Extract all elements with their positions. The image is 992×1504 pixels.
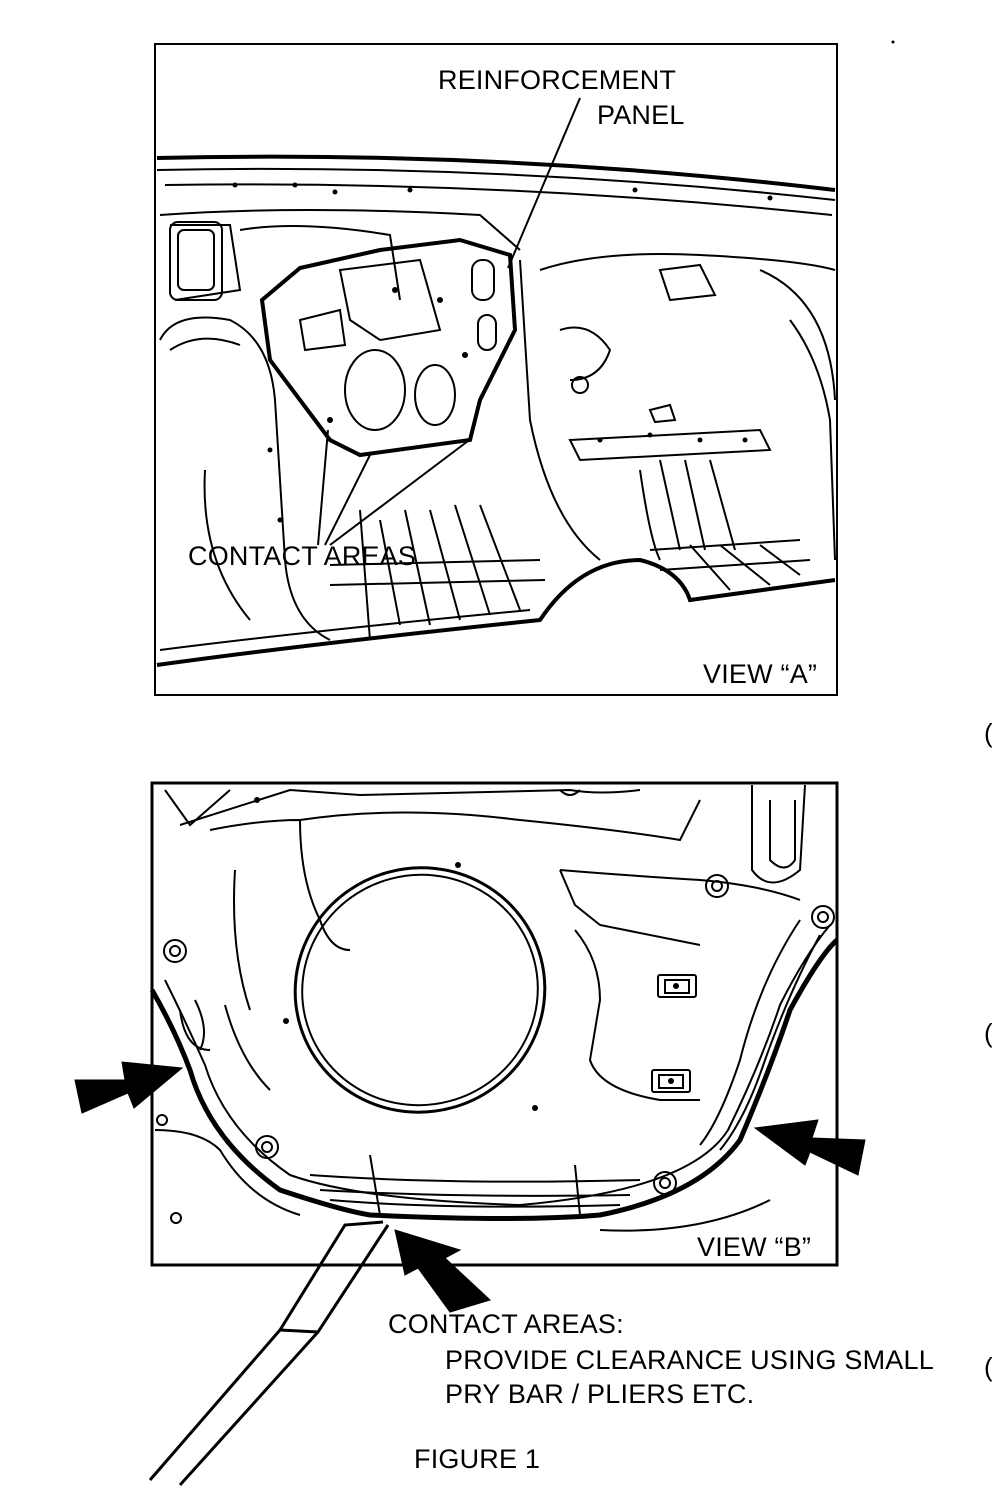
view-a-leaders [317, 97, 581, 546]
contact-areas-label-view-a: CONTACT AREAS [188, 541, 417, 571]
view-b-fasteners [156, 874, 835, 1224]
view-a-panel [154, 43, 838, 696]
view-b-panel [149, 781, 839, 1267]
contact-leader-line-2 [324, 454, 371, 546]
contact-areas-label-view-b: CONTACT AREAS: [388, 1309, 624, 1339]
reinforcement-leader-line [507, 97, 581, 269]
pry-bar [148, 1220, 390, 1487]
view-a-label: VIEW “A” [703, 659, 818, 689]
view-b-arrows [74, 1061, 866, 1313]
clearance-note-line1: PROVIDE CLEARANCE USING SMALL [445, 1345, 934, 1375]
reinforcement-panel-label-line2: PANEL [597, 100, 685, 130]
figure-caption: FIGURE 1 [414, 1444, 541, 1474]
clearance-note-line2: PRY BAR / PLIERS ETC. [445, 1379, 755, 1409]
right-arrow [753, 1119, 866, 1176]
contact-leader-line-1 [317, 429, 329, 546]
view-a-dots [232, 182, 773, 523]
view-b-frame [150, 781, 839, 1267]
contact-leader-line-3 [329, 437, 473, 546]
margin-mark-2: ( [984, 1018, 992, 1048]
margin-mark-1: ( [984, 718, 992, 748]
bottom-arrow [394, 1229, 491, 1313]
stray-mark [891, 40, 895, 44]
margin-mark-3: ( [984, 1352, 992, 1382]
speaker-opening [293, 866, 547, 1114]
view-b-label: VIEW “B” [697, 1232, 812, 1262]
reinforcement-panel-label-line1: REINFORCEMENT [438, 65, 677, 95]
view-a-frame [154, 43, 838, 696]
view-b-dots [254, 797, 679, 1111]
left-arrow [74, 1061, 184, 1114]
